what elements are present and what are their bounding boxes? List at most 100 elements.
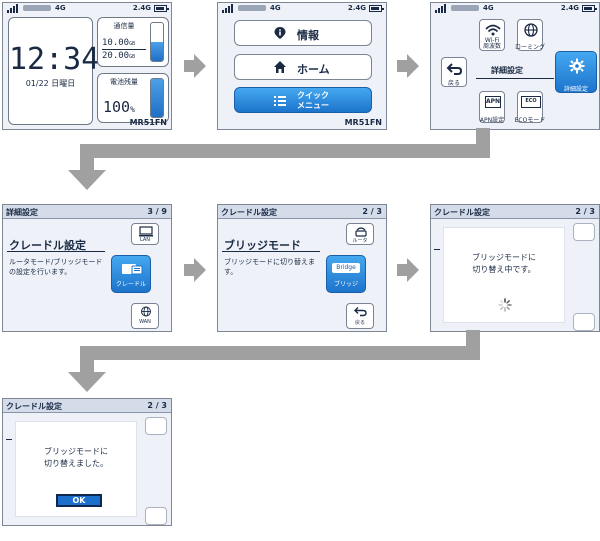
network-type: 4G bbox=[483, 4, 494, 12]
section-underline bbox=[222, 251, 320, 252]
back-label: 戻る bbox=[447, 80, 460, 87]
cradle-icon bbox=[122, 264, 143, 275]
roaming-label: ローミング bbox=[514, 44, 545, 51]
ok-button[interactable]: OK bbox=[56, 494, 102, 507]
quick-menu-button[interactable]: クイックメニュー bbox=[234, 87, 372, 113]
battery-card: 電池残量 100% bbox=[97, 73, 169, 123]
status-bar: 4G 2.4G bbox=[3, 3, 171, 15]
router-icon bbox=[355, 227, 367, 237]
back-button[interactable]: 戻る bbox=[346, 303, 374, 329]
battery-icon bbox=[154, 5, 169, 12]
network-type: 4G bbox=[55, 4, 66, 12]
traffic-label: 通信量 bbox=[113, 22, 135, 30]
lan-label: LAN bbox=[139, 237, 151, 243]
screen-header: クレードル設定 2 / 3 bbox=[431, 205, 599, 219]
screen-header: クレードル設定 2 / 3 bbox=[3, 399, 171, 413]
back-arrow-icon bbox=[446, 63, 463, 75]
right-arrow-icon bbox=[184, 54, 206, 78]
eco-icon: ECO bbox=[521, 96, 541, 108]
section-title: クレードル設定 bbox=[9, 239, 86, 252]
globe-icon bbox=[524, 23, 538, 37]
background-button bbox=[145, 507, 167, 525]
right-arrow-icon bbox=[397, 258, 419, 282]
back-button[interactable]: 戻る bbox=[441, 57, 467, 87]
wrap-arrow-icon bbox=[68, 128, 490, 190]
status-bar: 4G 2.4G bbox=[218, 3, 386, 15]
cradle-button[interactable]: クレードル bbox=[111, 255, 151, 293]
dialog-message: ブリッジモードに切り替え中です。 bbox=[472, 253, 536, 274]
battery-gauge bbox=[150, 78, 164, 118]
bridge-icon: Bridge bbox=[332, 263, 360, 273]
model-name: MR51FN bbox=[344, 118, 382, 127]
section-description: ルータモード/ブリッジモードの設定を行います。 bbox=[9, 258, 103, 276]
clock-time: 12:34 bbox=[9, 42, 100, 77]
wan-button[interactable]: WAN bbox=[131, 303, 159, 329]
battery-icon bbox=[369, 5, 384, 12]
gear-icon bbox=[569, 58, 585, 74]
lan-button[interactable]: LAN bbox=[131, 223, 159, 245]
background-button bbox=[573, 313, 595, 331]
info-button[interactable]: 情報 bbox=[234, 20, 372, 46]
carrier-name-redacted bbox=[238, 5, 266, 11]
battery-label: 電池残量 bbox=[110, 78, 138, 86]
home-screen: 4G 2.4G 12:34 01/22 日曜日 通信量 10.00GB 20.0… bbox=[2, 2, 172, 130]
traffic-limit: 20.00GB bbox=[102, 51, 136, 61]
wifi-icon bbox=[485, 24, 501, 36]
model-name: MR51FN bbox=[129, 118, 167, 127]
section-title: ブリッジモード bbox=[224, 239, 301, 252]
background-button bbox=[145, 417, 167, 435]
detail-settings-label: 詳細設定 bbox=[563, 86, 588, 93]
clock-panel: 12:34 01/22 日曜日 bbox=[8, 17, 100, 125]
switching-dialog: ブリッジモードに切り替え中です。 bbox=[443, 227, 565, 323]
header-title: 詳細設定 bbox=[6, 208, 38, 217]
section-description: ブリッジモードに切り替えます。 bbox=[224, 258, 315, 276]
clock-date: 01/22 日曜日 bbox=[25, 79, 76, 88]
loading-spinner-icon bbox=[498, 298, 512, 312]
network-type: 4G bbox=[270, 4, 281, 12]
info-icon bbox=[274, 27, 286, 39]
wan-label: WAN bbox=[139, 319, 151, 325]
router-button[interactable]: ルータ bbox=[346, 223, 374, 245]
right-arrow-icon bbox=[184, 258, 206, 282]
detail-settings-button[interactable]: 詳細設定 bbox=[555, 51, 597, 93]
apn-label: APN設定 bbox=[479, 117, 505, 124]
home-label: ホーム bbox=[297, 63, 330, 76]
eco-button[interactable]: ECO ECOモード bbox=[515, 91, 545, 124]
bridge-button[interactable]: Bridge ブリッジ bbox=[326, 255, 366, 293]
pc-icon bbox=[139, 226, 153, 237]
traffic-gauge bbox=[150, 22, 164, 62]
traffic-gauge-fill bbox=[151, 42, 163, 61]
list-icon bbox=[274, 96, 286, 106]
right-arrow-icon bbox=[397, 54, 419, 78]
page-indicator: 2 / 3 bbox=[362, 207, 382, 216]
detail-settings-screen: 詳細設定 3 / 9 クレードル設定 ルータモード/ブリッジモードの設定を行いま… bbox=[2, 204, 172, 332]
home-button[interactable]: ホーム bbox=[234, 54, 372, 80]
roaming-button[interactable]: ローミング bbox=[515, 19, 545, 51]
screen-header: 詳細設定 3 / 9 bbox=[3, 205, 171, 219]
traffic-divider bbox=[102, 49, 146, 50]
background-underline bbox=[434, 249, 440, 250]
screen-header: クレードル設定 2 / 3 bbox=[218, 205, 386, 219]
battery-value: 100% bbox=[103, 98, 135, 116]
wrap-arrow-icon bbox=[68, 330, 480, 392]
battery-gauge-fill bbox=[151, 79, 163, 117]
apn-button[interactable]: APN APN設定 bbox=[479, 91, 505, 124]
page-indicator: 2 / 3 bbox=[147, 401, 167, 410]
apn-icon: APN bbox=[485, 96, 501, 108]
carrier-name-redacted bbox=[23, 5, 51, 11]
background-button bbox=[573, 223, 595, 241]
switched-screen: クレードル設定 2 / 3 ブリッジモードに切り替えました。 OK bbox=[2, 398, 172, 526]
wifi-band: 2.4G bbox=[132, 4, 151, 12]
dialog-message: ブリッジモードに切り替えました。 bbox=[44, 447, 108, 468]
quick-title: 詳細設定 bbox=[491, 66, 523, 75]
menu-screen: 4G 2.4G 情報 ホーム クイックメニュー MR51FN bbox=[217, 2, 387, 130]
eco-label: ECOモード bbox=[514, 117, 546, 124]
page-indicator: 2 / 3 bbox=[575, 207, 595, 216]
title-underline bbox=[476, 78, 554, 79]
cradle-label: クレードル bbox=[115, 281, 146, 288]
home-icon bbox=[274, 61, 286, 73]
header-title: クレードル設定 bbox=[434, 208, 490, 217]
